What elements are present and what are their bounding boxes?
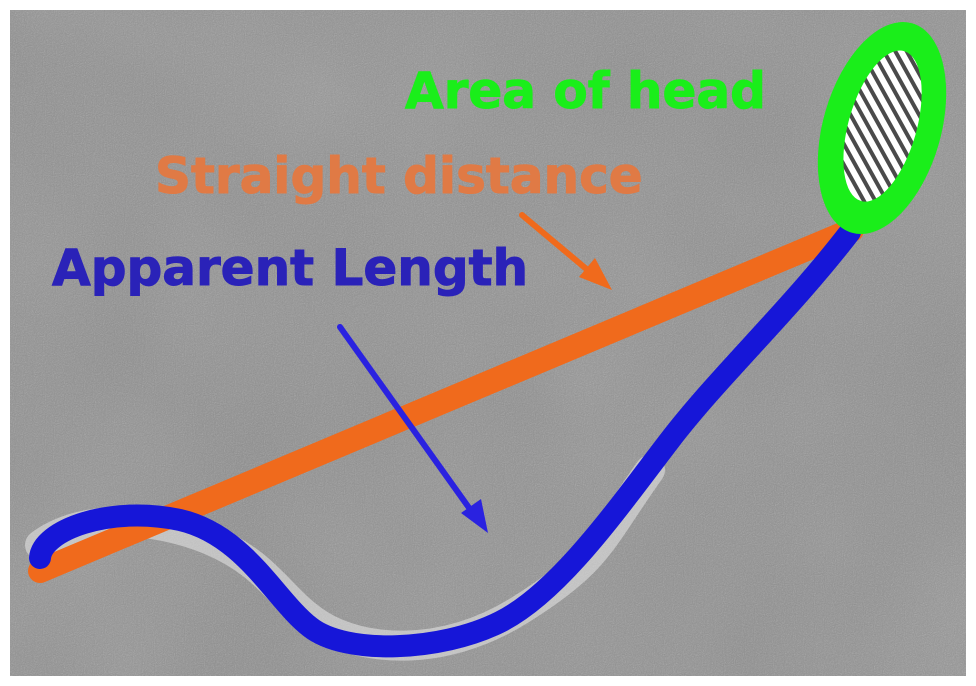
head-area-marker: [817, 21, 947, 235]
micrograph-texture: [10, 10, 966, 676]
straight-distance-arrow: [519, 212, 612, 290]
straight-distance-label: Straight distance: [155, 147, 643, 205]
apparent-length-curve: [29, 221, 861, 658]
apparent-length-label: Apparent Length: [52, 239, 528, 297]
apparent-length-arrow: [337, 324, 488, 533]
head-area-label: Area of head: [405, 62, 766, 120]
